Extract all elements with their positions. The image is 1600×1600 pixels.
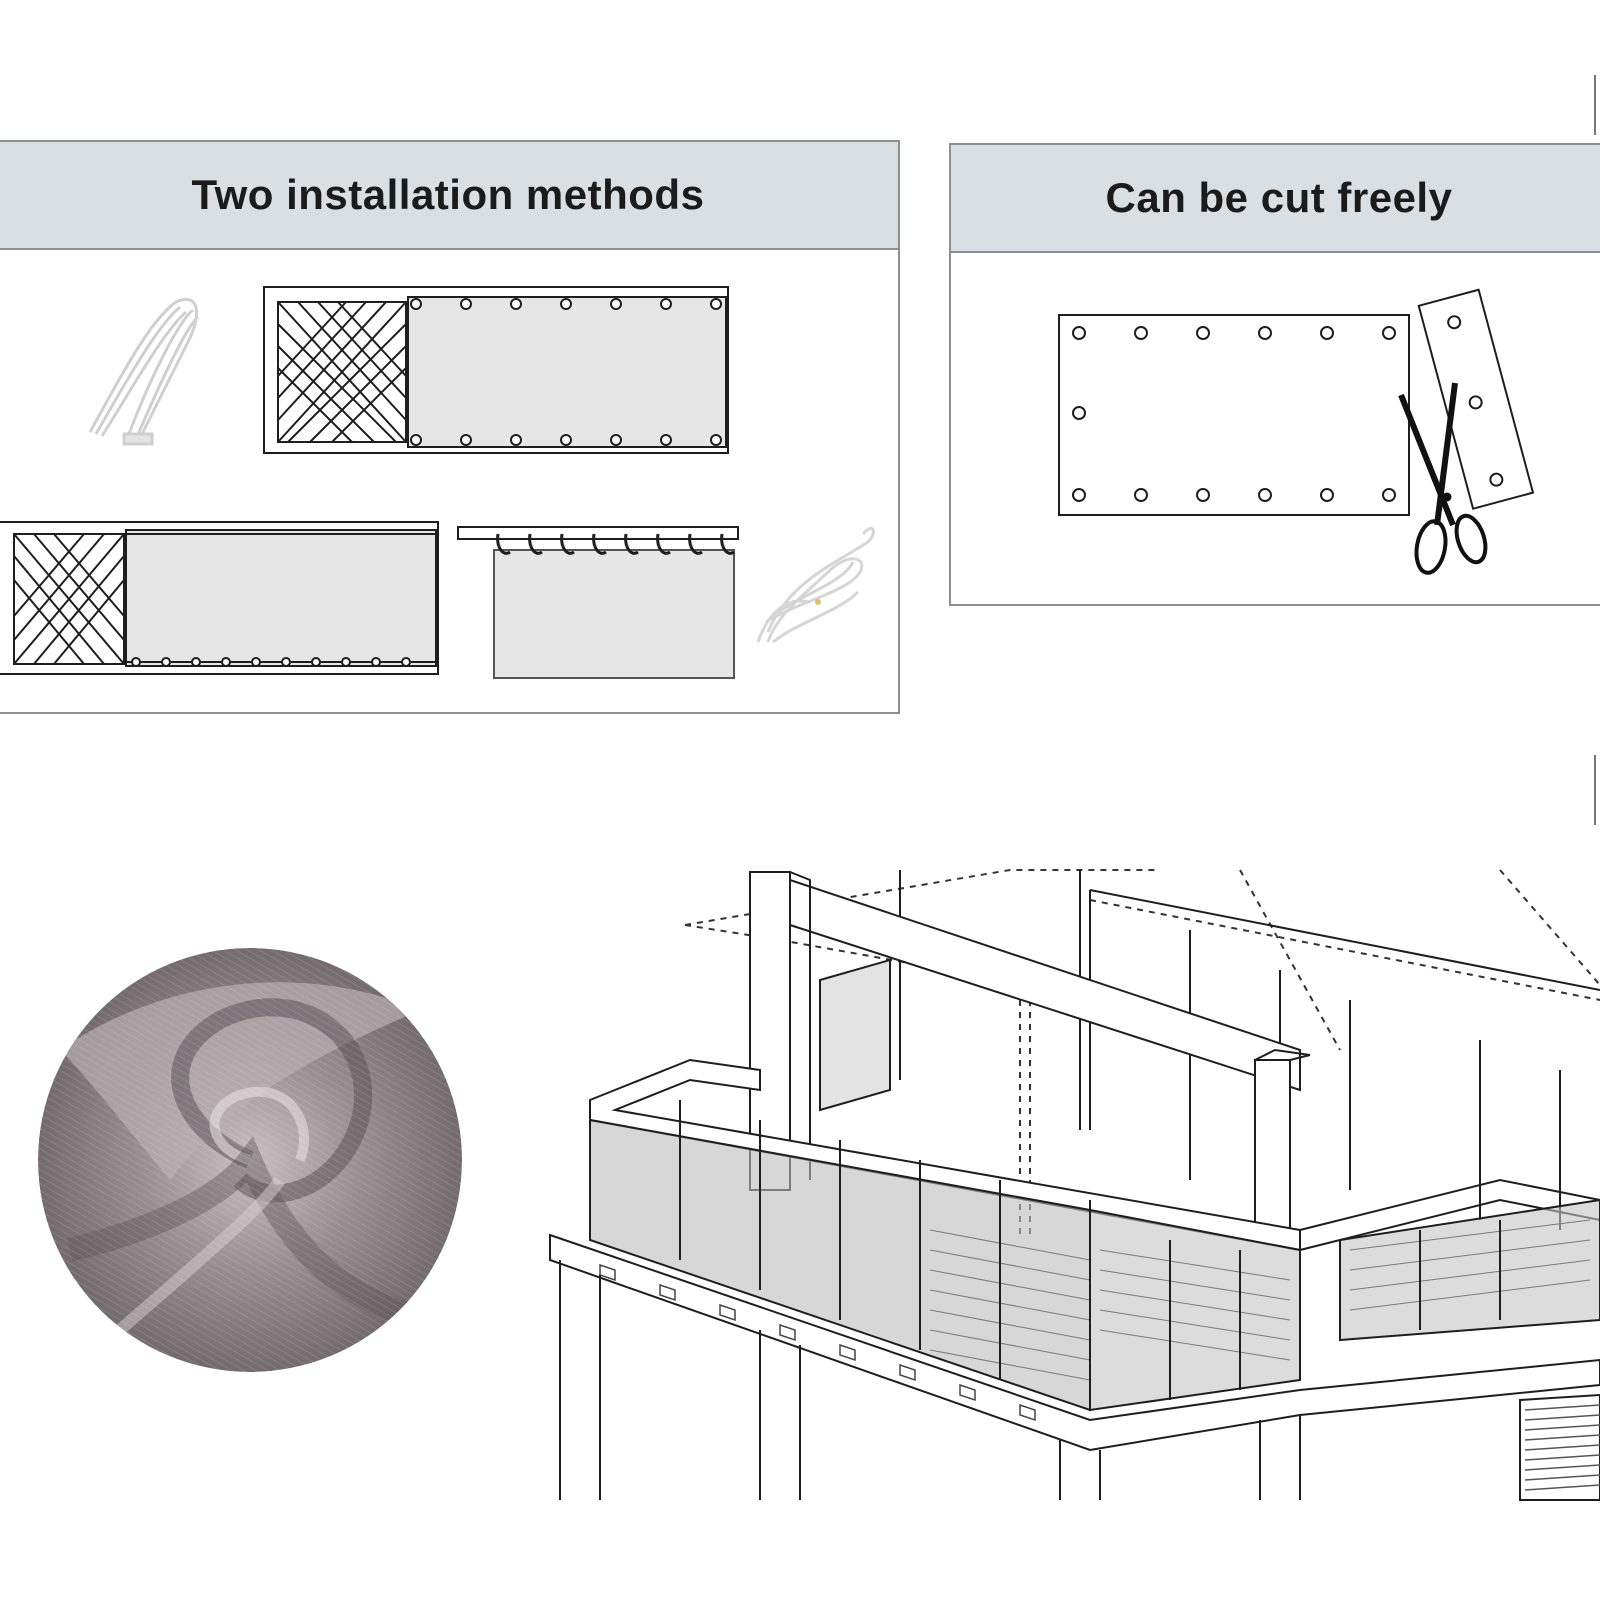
cut-diagram [1058,288,1535,575]
installation-methods-panel: Two installation methods [0,140,900,714]
cut-freely-header: Can be cut freely [951,145,1600,253]
rope-coil-icon [756,527,875,644]
installation-methods-header: Two installation methods [0,142,898,250]
cut-freely-panel: Can be cut freely [949,143,1600,606]
method-fence-rope [0,521,439,675]
edge-mark [1594,75,1596,135]
method-hanging-hooks [457,526,739,679]
cut-freely-title: Can be cut freely [1105,174,1453,221]
installation-diagrams [0,286,875,679]
edge-mark [1594,755,1596,825]
method-fence-ties [263,286,729,454]
fabric-swatch-image [38,948,462,1372]
balcony-illustration [549,869,1600,1501]
installation-methods-title: Two installation methods [191,171,705,218]
scissors-icon [1398,382,1488,575]
cable-ties-icon [88,298,200,446]
